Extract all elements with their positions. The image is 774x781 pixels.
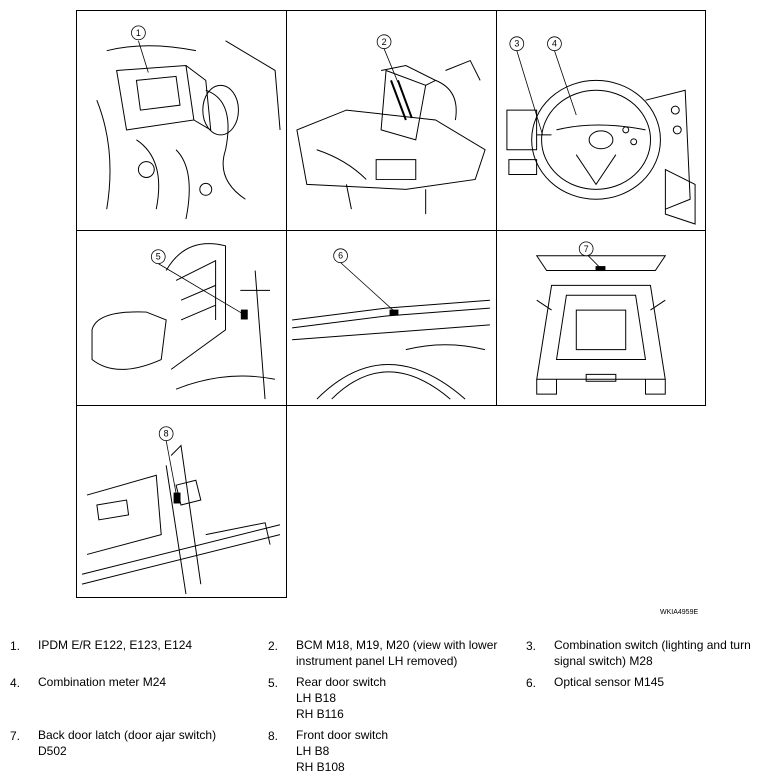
- panel-front-door: 8: [76, 405, 287, 598]
- callout-2: 2: [382, 37, 387, 47]
- legend-text-2: BCM M18, M19, M20 (view with lower instr…: [296, 638, 498, 668]
- rear-door-illustration: 5: [91, 243, 276, 400]
- panel-ipdm: 1: [76, 10, 287, 231]
- legend-text-8: Front door switch LH B8 RH B108: [296, 728, 389, 774]
- diagram-grid: 1 2: [76, 10, 706, 598]
- legend-num-7: 7.: [10, 729, 21, 743]
- legend-num-2: 2.: [268, 639, 279, 653]
- legend-num-3: 3.: [526, 639, 537, 653]
- bcm-illustration: 2: [296, 34, 486, 215]
- front-door-illustration: 8: [81, 426, 281, 595]
- legend-text-1: IPDM E/R E122, E123, E124: [38, 638, 193, 652]
- callout-4: 4: [552, 39, 557, 49]
- legend-num-6: 6.: [526, 676, 537, 690]
- callout-5: 5: [156, 252, 161, 262]
- callout-7: 7: [584, 244, 589, 254]
- optical-sensor-illustration: 6: [292, 248, 490, 400]
- ipdm-illustration: 1: [96, 25, 281, 220]
- callout-8: 8: [164, 429, 169, 439]
- back-door-illustration: 7: [535, 241, 667, 395]
- figure-code: WKIA4959E: [660, 609, 699, 616]
- legend-text-3: Combination switch (lighting and turn si…: [554, 638, 751, 668]
- legend-num-8: 8.: [268, 729, 279, 743]
- legend-text-5: Rear door switch LH B18 RH B116: [296, 675, 387, 721]
- legend-text-4: Combination meter M24: [38, 675, 167, 689]
- legend-text-6: Optical sensor M145: [554, 675, 665, 689]
- steering-illustration: 3 4: [506, 36, 696, 225]
- panel-optical-sensor: 6: [286, 230, 497, 406]
- panel-back-door: 7: [496, 230, 706, 406]
- callout-3: 3: [514, 39, 519, 49]
- legend-text-7: Back door latch (door ajar switch) D502: [38, 728, 217, 758]
- panel-steering: 3 4: [496, 10, 706, 231]
- legend-num-1: 1.: [10, 639, 21, 653]
- callout-6: 6: [338, 251, 343, 261]
- legend-num-5: 5.: [268, 676, 279, 690]
- legend-num-4: 4.: [10, 676, 21, 690]
- panel-rear-door: 5: [76, 230, 287, 406]
- callout-1: 1: [136, 28, 141, 38]
- panel-bcm: 2: [286, 10, 497, 231]
